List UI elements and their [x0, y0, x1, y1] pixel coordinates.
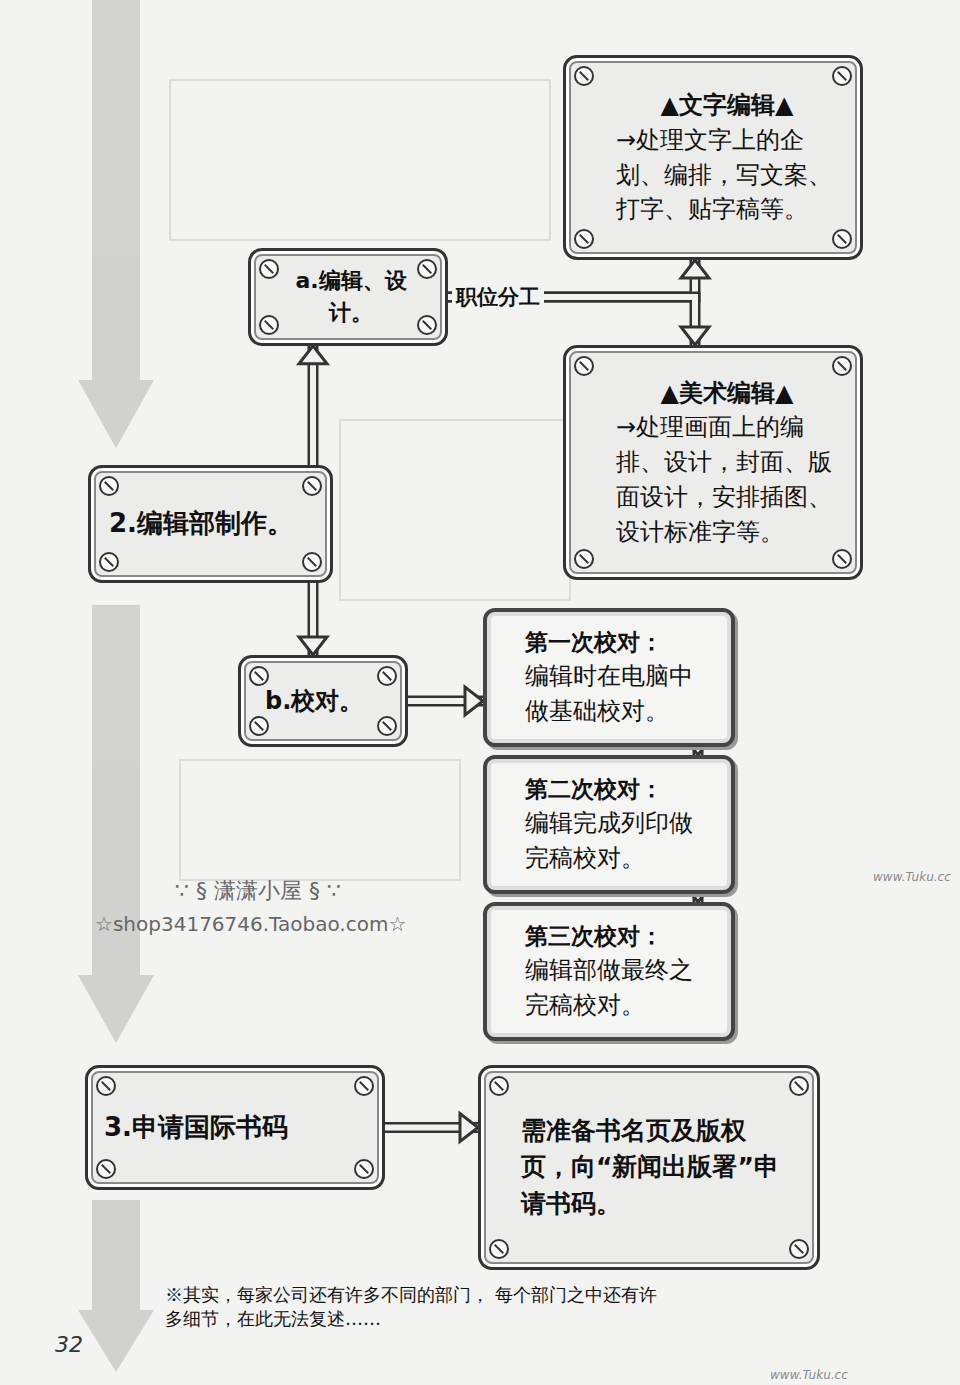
screw-icon [377, 666, 397, 686]
screw-icon [489, 1076, 509, 1096]
screw-icon [249, 666, 269, 686]
watermark: ∵ § 潇潇小屋 § ∵ [175, 876, 341, 906]
box-heading: ▲文字编辑▲ [616, 88, 838, 123]
screw-icon [574, 356, 594, 376]
process-box: a.编辑、设计。 [248, 248, 448, 346]
box-text: 编辑部做最终之完稿校对。 [525, 953, 711, 1023]
page-number: 32 [55, 1332, 83, 1357]
screw-icon [302, 476, 322, 496]
box-text: →处理文字上的企划、编排，写文案、打字、贴字稿等。 [616, 123, 838, 227]
screw-icon [574, 549, 594, 569]
flow-arrow [299, 346, 327, 465]
process-box: 需准备书名页及版权页，向“新闻出版署”申请书码。 [478, 1065, 820, 1270]
box-heading: 第一次校对： [525, 626, 711, 659]
box-text: 2.编辑部制作。 [109, 505, 300, 543]
screw-icon [789, 1076, 809, 1096]
process-box: ▲美术编辑▲→处理画面上的编排、设计，封面、版面设计，安排插图、设计标准字等。 [563, 345, 863, 580]
process-box: 3.申请国际书码 [85, 1065, 385, 1190]
box-text: 编辑时在电脑中做基础校对。 [525, 659, 711, 729]
screw-icon [99, 476, 119, 496]
proofing-box: 第三次校对：编辑部做最终之完稿校对。 [483, 902, 735, 1041]
screw-icon [417, 259, 437, 279]
box-text: b.校对。 [265, 684, 371, 719]
footnote: ※其实，每家公司还有许多不同的部门， 每个部门之中还有许多细节，在此无法复述…… [165, 1283, 665, 1332]
box-heading: ▲美术编辑▲ [616, 376, 838, 411]
screw-icon [832, 66, 852, 86]
screw-icon [377, 716, 397, 736]
flow-arrow [299, 583, 327, 655]
process-box: 2.编辑部制作。 [88, 465, 333, 583]
box-heading: 第二次校对： [525, 773, 711, 806]
screw-icon [302, 552, 322, 572]
watermark: ☆shop34176746.Taobao.com☆ [95, 912, 406, 936]
watermark: www.Tuku.cc [770, 1368, 848, 1382]
proofing-box: 第二次校对：编辑完成列印做完稿校对。 [483, 755, 735, 894]
box-heading: 第三次校对： [525, 920, 711, 953]
screw-icon [354, 1076, 374, 1096]
screw-icon [574, 66, 594, 86]
screw-icon [832, 229, 852, 249]
screw-icon [99, 552, 119, 572]
box-text: 需准备书名页及版权页，向“新闻出版署”申请书码。 [521, 1113, 787, 1222]
edge-label: 职位分工 [452, 283, 544, 311]
watermark: www.Tuku.cc [873, 870, 951, 884]
screw-icon [574, 229, 594, 249]
flow-arrow [408, 687, 483, 715]
screw-icon [417, 315, 437, 335]
screw-icon [354, 1159, 374, 1179]
box-text: a.编辑、设计。 [287, 265, 415, 329]
screw-icon [96, 1159, 116, 1179]
screw-icon [489, 1239, 509, 1259]
screw-icon [832, 356, 852, 376]
screw-icon [789, 1239, 809, 1259]
process-box: b.校对。 [238, 655, 408, 747]
screw-icon [259, 259, 279, 279]
box-text: 3.申请国际书码 [104, 1109, 354, 1147]
screw-icon [259, 315, 279, 335]
flow-arrow [385, 1114, 478, 1142]
box-text: 编辑完成列印做完稿校对。 [525, 806, 711, 876]
box-text: →处理画面上的编排、设计，封面、版面设计，安排插图、设计标准字等。 [616, 410, 838, 549]
screw-icon [249, 716, 269, 736]
proofing-box: 第一次校对：编辑时在电脑中做基础校对。 [483, 608, 735, 747]
screw-icon [832, 549, 852, 569]
process-box: ▲文字编辑▲→处理文字上的企划、编排，写文案、打字、贴字稿等。 [563, 55, 863, 260]
screw-icon [96, 1076, 116, 1096]
